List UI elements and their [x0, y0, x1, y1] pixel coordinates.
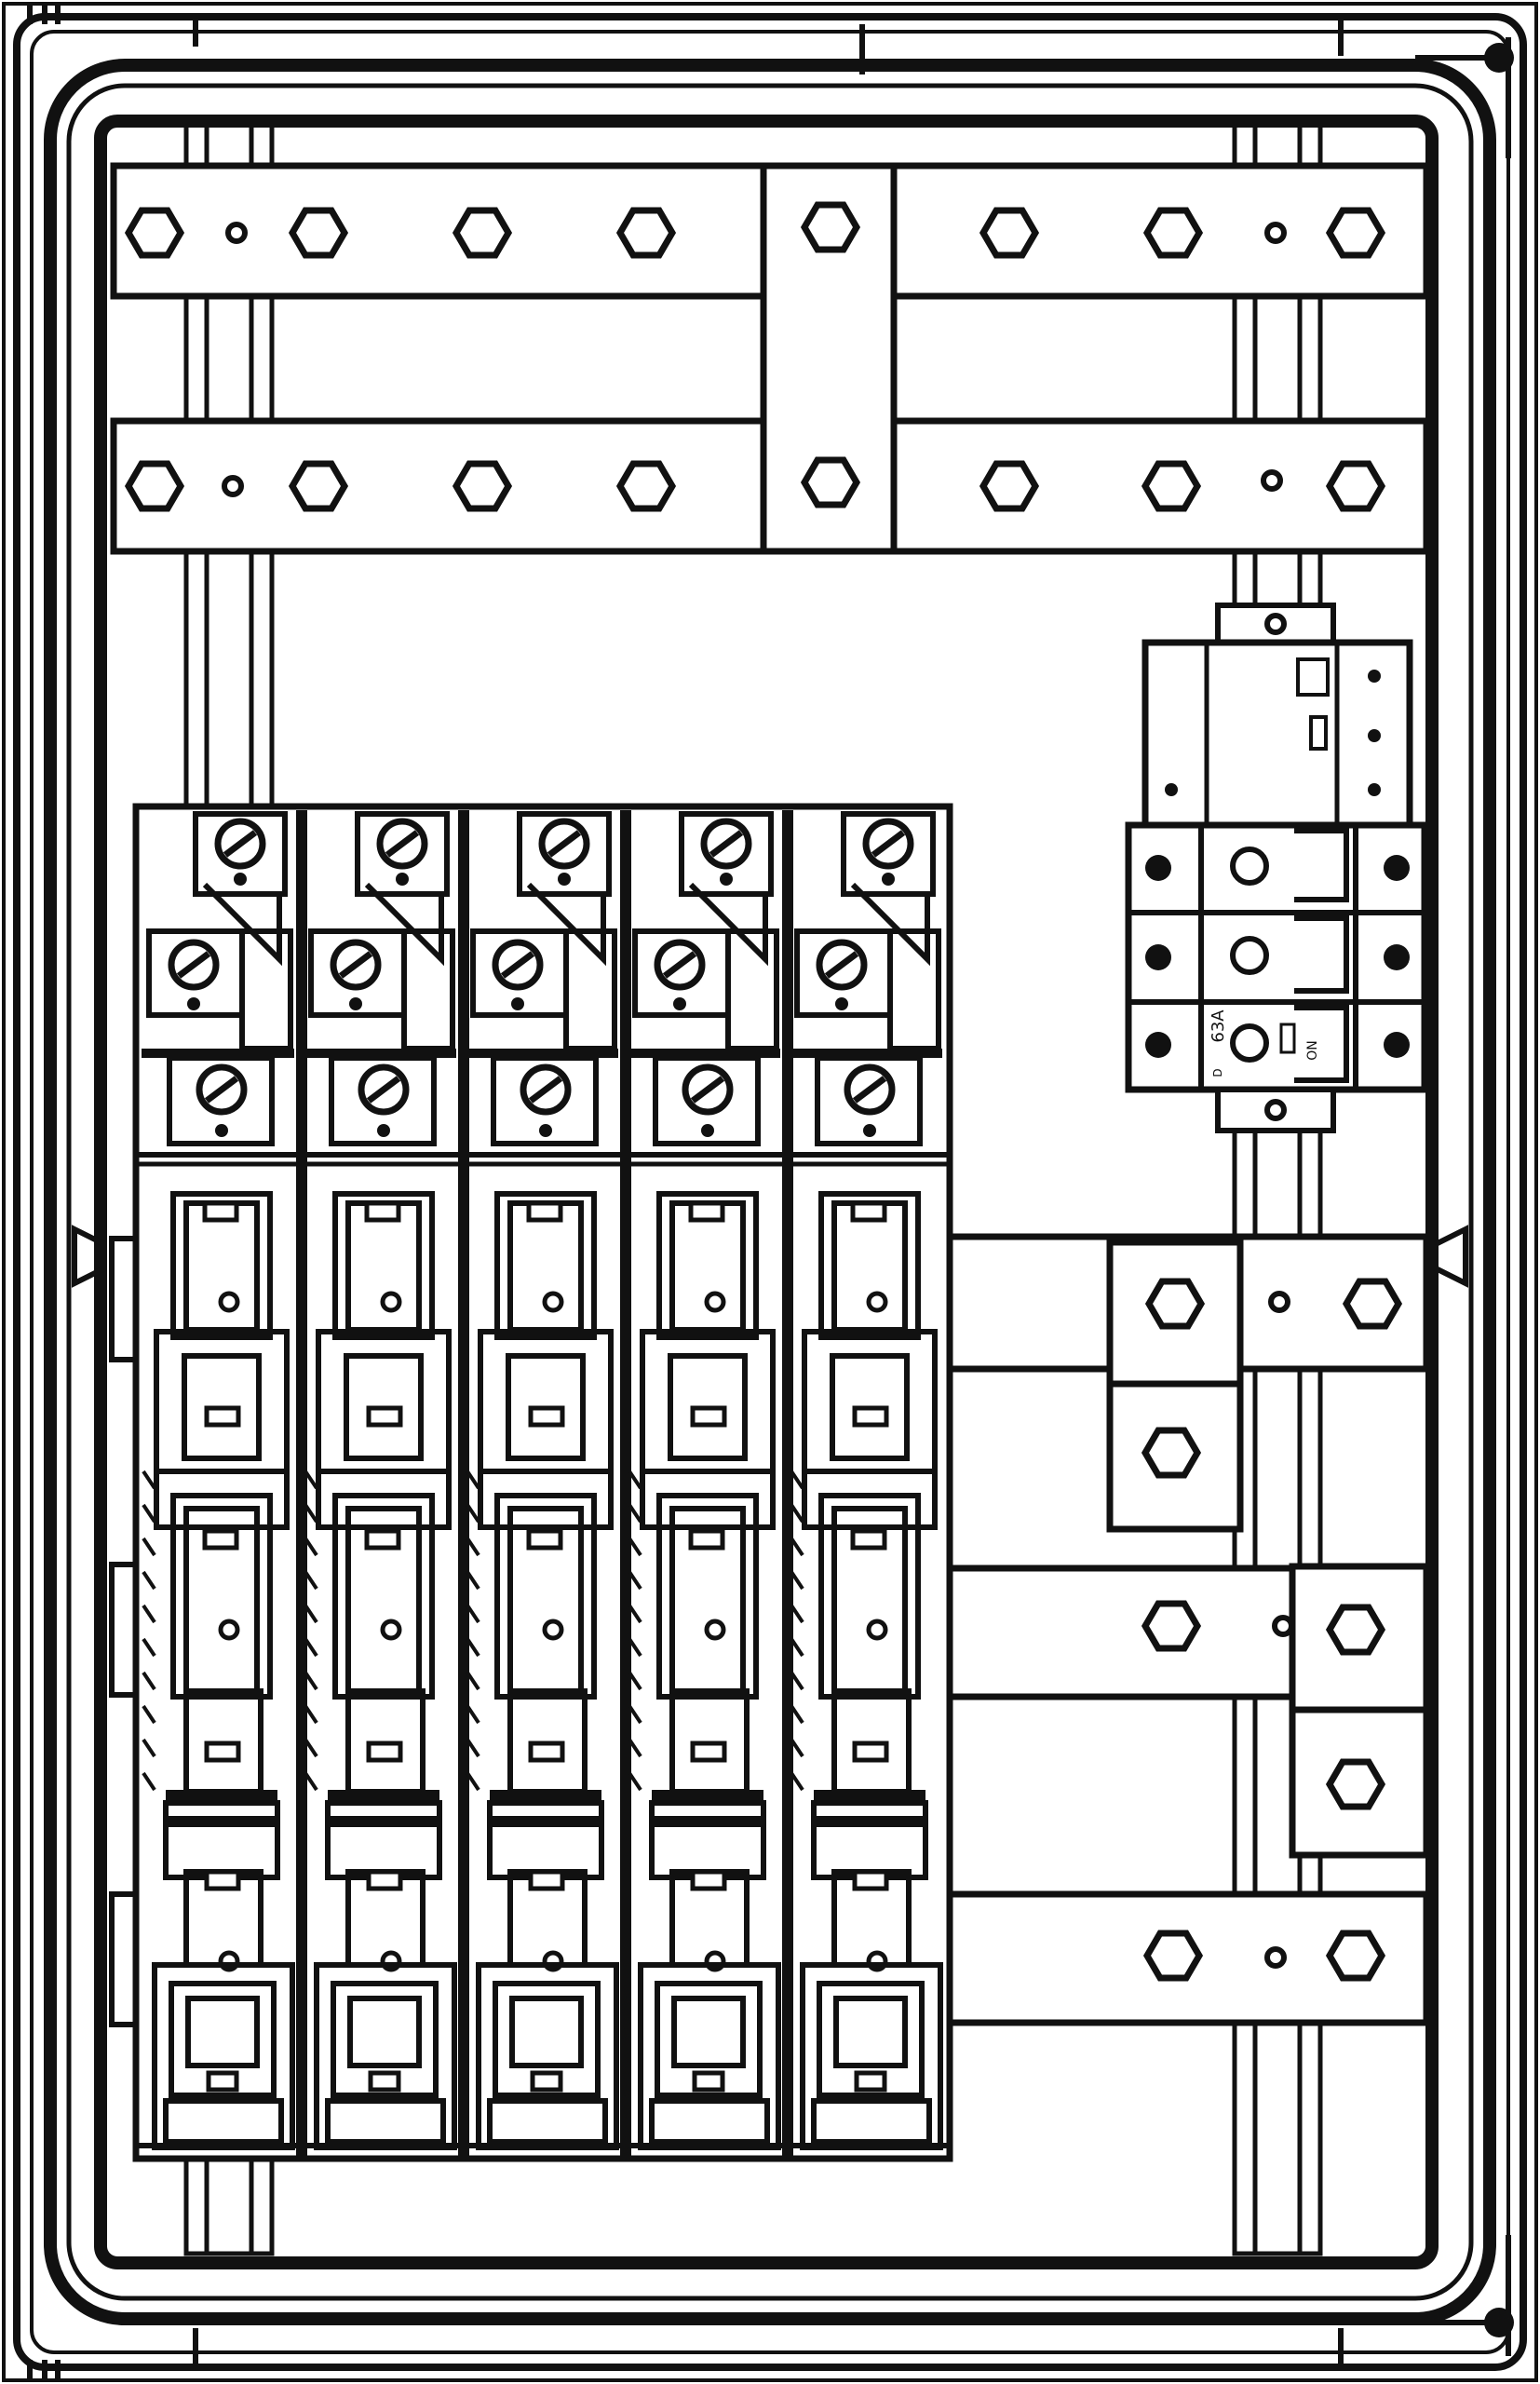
circuit-breaker	[1125, 603, 1428, 1133]
fuse-switch-frame	[132, 803, 953, 2162]
fuse-switch-units	[142, 810, 943, 2157]
breaker-state-label: ON	[1305, 1040, 1320, 1061]
outgoing-bar-1-clamp	[1106, 1239, 1398, 1533]
outgoing-bar-2	[946, 1564, 1318, 1700]
fuse-switch-unit	[782, 810, 943, 2157]
hinge-pin-top	[1484, 43, 1514, 73]
outgoing-bar-2-clamp	[1289, 1563, 1430, 1859]
hinge-pin-bottom	[1484, 2308, 1514, 2337]
breaker-rating-label: 63A	[1209, 1009, 1228, 1043]
busbar-link	[760, 162, 898, 555]
fuse-switch-unit	[296, 810, 457, 2157]
breaker-curve-label: D	[1211, 1068, 1224, 1077]
fuse-switch-unit	[458, 810, 619, 2157]
fuse-switch-unit	[142, 811, 295, 2150]
fuse-switch-unit	[620, 810, 781, 2157]
outgoing-bar-3	[946, 1890, 1430, 2026]
